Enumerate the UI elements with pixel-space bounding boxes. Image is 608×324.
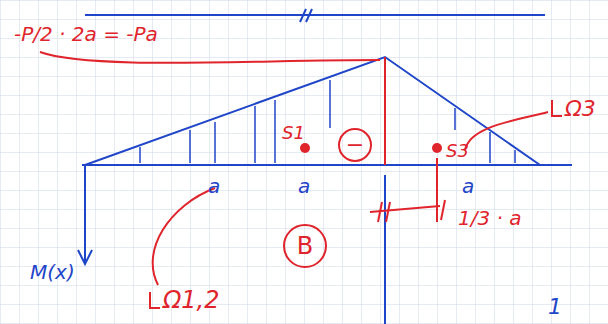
page-mark: 1 xyxy=(548,296,562,318)
centroid-distance: 1/3 · a xyxy=(458,208,522,228)
area-name: Ω1,2 xyxy=(163,288,220,312)
span-length: a xyxy=(462,176,474,196)
circled-mark: B xyxy=(283,224,327,268)
moment-value: -P/2 · 2a = -Pa xyxy=(14,24,158,44)
circle-text: B xyxy=(297,234,313,258)
axis-label: M(x) xyxy=(30,262,75,282)
area-name: Ω3 xyxy=(565,98,596,120)
span-length: a xyxy=(298,176,310,196)
span-length: a xyxy=(208,176,220,196)
centroid-name: S1 xyxy=(282,124,305,142)
centroid-name: S3 xyxy=(446,142,469,160)
circle-text: − xyxy=(346,134,364,156)
circled-mark: − xyxy=(338,128,372,162)
